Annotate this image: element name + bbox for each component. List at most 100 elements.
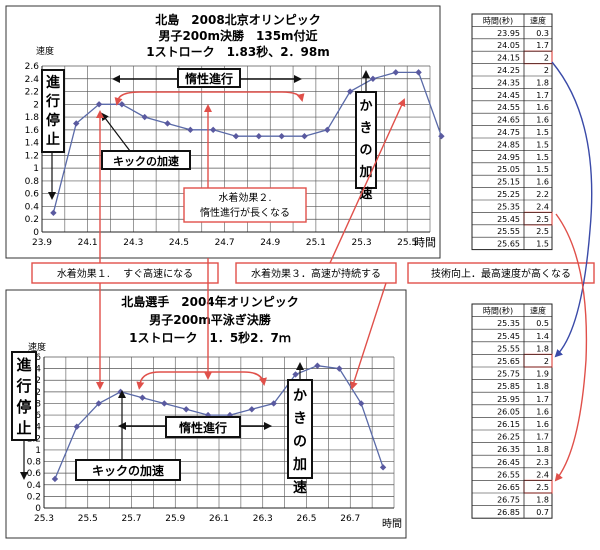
chart1-data-point bbox=[141, 113, 148, 121]
chart2-ytick-label: 0.6 bbox=[27, 469, 42, 479]
chart1-kick-box bbox=[101, 150, 191, 170]
table2-cell-time: 26.85 bbox=[497, 508, 520, 517]
chart1-effect2-desc: 惰性進行が長くなる bbox=[200, 206, 290, 219]
chart1-data-point bbox=[50, 209, 57, 217]
chart2-pull-char: か bbox=[293, 388, 307, 404]
chart1-data-point bbox=[209, 126, 217, 134]
table2-cell-time: 25.45 bbox=[497, 332, 520, 341]
table2-cell-speed: 1.9 bbox=[536, 370, 549, 379]
table2-cell-speed: 2 bbox=[544, 357, 549, 366]
chart2-data-point bbox=[336, 365, 343, 372]
chart1-ylabel: 速度 bbox=[36, 45, 54, 57]
table2-cell-speed: 1.8 bbox=[536, 496, 549, 505]
table1-cell-time: 24.75 bbox=[497, 128, 520, 137]
table2-cell-time: 26.65 bbox=[497, 483, 520, 492]
table1-header-speed: 速度 bbox=[530, 15, 546, 25]
chart2-subtitle-1: 男子200m平泳ぎ決勝 bbox=[149, 312, 272, 327]
chart1-ytick-label: 2 bbox=[33, 100, 39, 110]
table1-cell-time: 25.65 bbox=[497, 240, 520, 249]
callout-effect3-arrow-up bbox=[329, 98, 406, 264]
chart1-data-point bbox=[73, 120, 80, 127]
chart2-pull-char: 加 bbox=[292, 457, 307, 473]
chart1-stop-char: 止 bbox=[46, 131, 60, 148]
table2-cell-time: 25.35 bbox=[497, 319, 520, 328]
table1-cell-time: 24.25 bbox=[497, 66, 520, 75]
chart2-xtick-label: 26.3 bbox=[253, 514, 273, 524]
table1-cell-speed: 1.5 bbox=[536, 128, 549, 137]
table1-cell-speed: 2.4 bbox=[536, 202, 549, 211]
chart2-data-point bbox=[95, 400, 102, 407]
chart1-kick-arrow bbox=[100, 112, 131, 152]
chart2-pull-char: の bbox=[293, 434, 307, 450]
chart2-xlabel: 時間 bbox=[382, 518, 402, 530]
chart1-effect2-box bbox=[183, 187, 307, 223]
chart2-red-span-arrow bbox=[136, 371, 267, 390]
table1-cell-speed: 1.8 bbox=[536, 78, 549, 87]
chart2-stop-char: 行 bbox=[15, 377, 31, 395]
chart2-ytick-label: 0.8 bbox=[27, 458, 42, 468]
chart1-data-point bbox=[346, 88, 354, 95]
chart2-pull-box bbox=[287, 379, 313, 479]
chart1-xlabel: 時間 bbox=[414, 236, 436, 249]
chart2-ytick-label: 1 bbox=[35, 446, 41, 456]
chart2-data-point bbox=[292, 371, 299, 378]
chart1-xtick-label: 25.5 bbox=[397, 238, 417, 248]
callout-effect1-label: 水着効果１. すぐ高速になる bbox=[57, 267, 193, 280]
chart2-pull-char: 速 bbox=[293, 479, 307, 496]
table-blue-connector bbox=[551, 61, 593, 358]
chart1-subtitle-2: 1ストローク 1.83秒、2．98m bbox=[146, 44, 330, 59]
table1-cell-speed: 1.7 bbox=[536, 41, 549, 50]
table2-cell-time: 25.85 bbox=[497, 382, 520, 391]
table1-cell-time: 24.65 bbox=[497, 116, 520, 125]
table1-cell-time: 24.95 bbox=[497, 153, 520, 162]
table1-cell-speed: 1.6 bbox=[536, 116, 549, 125]
table1-cell-time: 25.15 bbox=[497, 178, 520, 187]
chart1-ytick-label: 1.6 bbox=[25, 126, 40, 136]
table2-cell-speed: 0.7 bbox=[536, 508, 549, 517]
table2-cell-speed: 1.8 bbox=[536, 445, 549, 454]
chart2-ytick-label: 0.2 bbox=[27, 492, 41, 502]
table2-cell-time: 25.95 bbox=[497, 395, 520, 404]
chart1-xtick-label: 24.7 bbox=[215, 238, 235, 248]
table2-cell-speed: 1.8 bbox=[536, 382, 549, 391]
table2-cell-speed: 0.5 bbox=[536, 319, 549, 328]
chart2-title: 北島選手 2004年オリンピック bbox=[121, 294, 298, 309]
table2-cell-time: 26.05 bbox=[497, 407, 520, 416]
table2-cell-speed: 1.4 bbox=[536, 332, 549, 341]
table1-cell-time: 24.05 bbox=[497, 41, 520, 50]
chart1-inertia-box bbox=[177, 68, 241, 88]
chart2-xtick-label: 25.7 bbox=[121, 514, 141, 524]
chart1-data-point bbox=[164, 120, 171, 127]
chart2-inertia-box bbox=[165, 416, 241, 438]
table2-cell-time: 26.15 bbox=[497, 420, 520, 429]
table2-cell-speed: 1.7 bbox=[536, 395, 549, 404]
chart1-data-point bbox=[392, 69, 399, 76]
callout-effect3-arrow-down bbox=[350, 282, 387, 390]
chart1-title: 北島 2008北京オリンピック bbox=[155, 12, 320, 27]
chart1-ytick-label: 1.2 bbox=[25, 151, 39, 161]
chart2-inertia-label: 惰性進行 bbox=[179, 420, 227, 435]
chart2-data-point bbox=[139, 394, 146, 401]
table1-cell-time: 25.35 bbox=[497, 202, 520, 211]
table2-cell-time: 26.25 bbox=[497, 433, 520, 442]
table1-cell-speed: 2.5 bbox=[536, 227, 549, 236]
chart1-data-point bbox=[301, 133, 308, 140]
chart1-ytick-label: 0 bbox=[33, 228, 39, 238]
table1-cell-speed: 2 bbox=[544, 54, 549, 63]
table2-cell-speed: 1.7 bbox=[536, 433, 549, 442]
table2-cell-time: 26.75 bbox=[497, 496, 520, 505]
table2-cell-speed: 1.6 bbox=[536, 407, 549, 416]
table2-cell-speed: 1.6 bbox=[536, 420, 549, 429]
table1-cell-speed: 1.5 bbox=[536, 153, 549, 162]
chart1-inertia-label: 惰性進行 bbox=[185, 71, 233, 86]
table2-cell-time: 26.35 bbox=[497, 445, 520, 454]
chart1-ytick-label: 2.2 bbox=[25, 88, 39, 98]
chart1-data-point bbox=[369, 75, 377, 82]
table1-cell-time: 24.15 bbox=[497, 54, 520, 63]
chart1-pull-char: の bbox=[359, 143, 372, 158]
chart2-ytick-label: 0.4 bbox=[27, 481, 42, 491]
chart2-data-point bbox=[314, 362, 321, 369]
chart1-stop-char: 進 bbox=[46, 75, 60, 91]
